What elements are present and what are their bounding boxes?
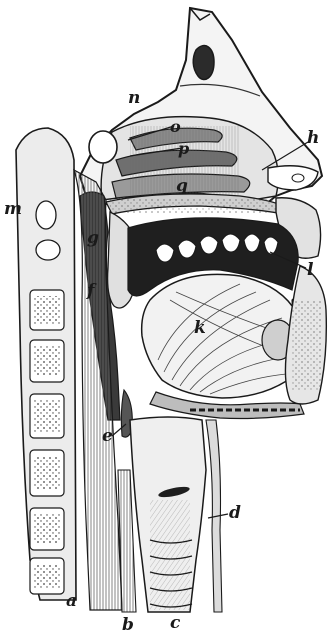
label-o: o <box>170 118 181 135</box>
label-d: d <box>229 505 241 522</box>
label-p: p <box>178 140 189 157</box>
label-l: l <box>307 262 313 279</box>
label-a: a <box>66 593 77 610</box>
label-g: g <box>87 230 99 247</box>
frontal-sinus <box>193 46 214 80</box>
label-f: f <box>87 283 94 300</box>
label-m: m <box>4 201 22 218</box>
label-c: c <box>170 615 180 632</box>
label-q: q <box>176 178 188 195</box>
label-n: n <box>128 90 140 107</box>
label-h: h <box>307 130 319 147</box>
label-b: b <box>122 617 134 634</box>
label-k: k <box>194 320 206 337</box>
sphenoid-sinus <box>89 131 117 163</box>
label-e: e <box>102 428 113 445</box>
